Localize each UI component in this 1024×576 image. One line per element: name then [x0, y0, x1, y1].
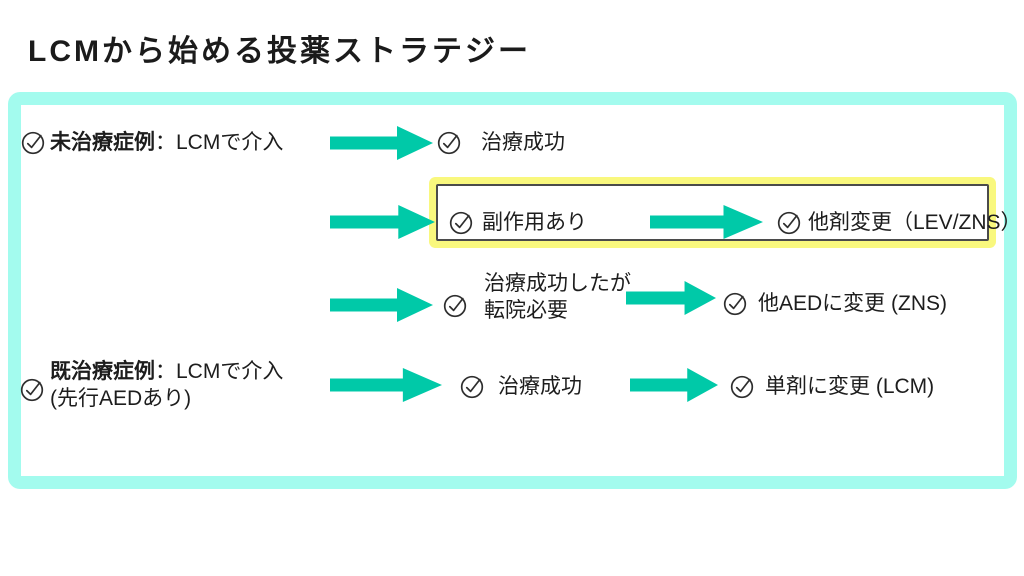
- untreated-case-label-rest: ：LCMで介入: [155, 131, 284, 154]
- flow-arrow: [330, 288, 433, 322]
- check-circle-icon: [443, 294, 467, 318]
- check-circle-icon: [449, 211, 473, 235]
- flow-arrow: [650, 205, 763, 239]
- check-circle-icon: [20, 378, 44, 402]
- pretreated-case-line1: 既治療症例：LCMで介入: [50, 358, 283, 385]
- monotherapy-label: 単剤に変更 (LCM): [765, 375, 935, 398]
- flow-arrow: [330, 368, 442, 402]
- page-title: LCMから始める投薬ストラテジー: [28, 35, 531, 68]
- switch-aed-label: 他AEDに変更 (ZNS): [758, 292, 947, 315]
- check-circle-icon: [460, 375, 484, 399]
- transfer-needed-line2: 転院必要: [484, 299, 568, 322]
- flow-arrow: [330, 205, 435, 239]
- check-circle-icon: [777, 211, 801, 235]
- highlight-box: [436, 184, 989, 241]
- treatment-success-label: 治療成功: [498, 375, 582, 398]
- flow-arrow: [630, 368, 718, 402]
- untreated-case-label-bold: 未治療症例: [50, 131, 155, 154]
- pretreated-case-label-rest: ：LCMで介入: [155, 360, 284, 383]
- flow-arrow: [330, 126, 433, 160]
- flowchart-frame: [8, 92, 1017, 489]
- check-circle-icon: [21, 131, 45, 155]
- transfer-needed-label: 治療成功したが 転院必要: [484, 270, 631, 324]
- pretreated-case-line2: (先行AEDあり): [50, 387, 192, 410]
- transfer-needed-line1: 治療成功したが: [484, 272, 631, 295]
- untreated-case-label: 未治療症例：LCMで介入: [50, 130, 283, 156]
- pretreated-case-label-bold: 既治療症例: [50, 360, 155, 383]
- check-circle-icon: [730, 375, 754, 399]
- check-circle-icon: [437, 131, 461, 155]
- pretreated-case-label: 既治療症例：LCMで介入 (先行AEDあり): [50, 358, 283, 412]
- flow-arrow: [626, 281, 716, 315]
- side-effect-label: 副作用あり: [482, 211, 587, 234]
- check-circle-icon: [723, 292, 747, 316]
- switch-drug-label: 他剤変更（LEV/ZNS）: [808, 211, 1022, 234]
- treatment-success-label: 治療成功: [481, 131, 565, 154]
